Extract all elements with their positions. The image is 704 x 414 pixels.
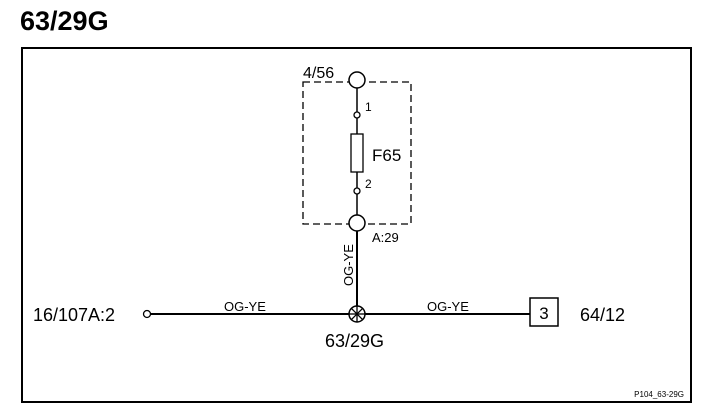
- splice-symbol: [348, 305, 366, 323]
- right-connector-box: [529, 297, 559, 327]
- fuse-pin-2: [353, 187, 361, 195]
- connector-top-circle: [348, 71, 366, 89]
- connector-top-label: 4/56: [303, 65, 334, 82]
- page-title: 63/29G: [20, 6, 109, 36]
- fuse-pin-2-label: 2: [365, 177, 372, 191]
- reference-label: P104_63-29G: [634, 390, 684, 399]
- connector-left-label: 16/107A:2: [33, 305, 115, 325]
- diagram-frame: [21, 47, 692, 403]
- fuse-pin-1: [353, 111, 361, 119]
- connector-bottom-circle: [348, 214, 366, 232]
- connector-right-label: 64/12: [580, 305, 625, 325]
- right-box-label: 3: [539, 304, 548, 323]
- splice-label: 63/29G: [325, 331, 384, 351]
- fuse-pin-1-label: 1: [365, 100, 372, 114]
- wire-vertical-label: OG-YE: [341, 244, 356, 286]
- left-terminal: [142, 309, 152, 319]
- wire-right-label: OG-YE: [427, 299, 469, 314]
- connector-bottom-pin-label: A:29: [372, 230, 399, 245]
- fuse-body: [350, 133, 364, 173]
- fuse-name-label: F65: [372, 146, 401, 165]
- wire-left-label: OG-YE: [224, 299, 266, 314]
